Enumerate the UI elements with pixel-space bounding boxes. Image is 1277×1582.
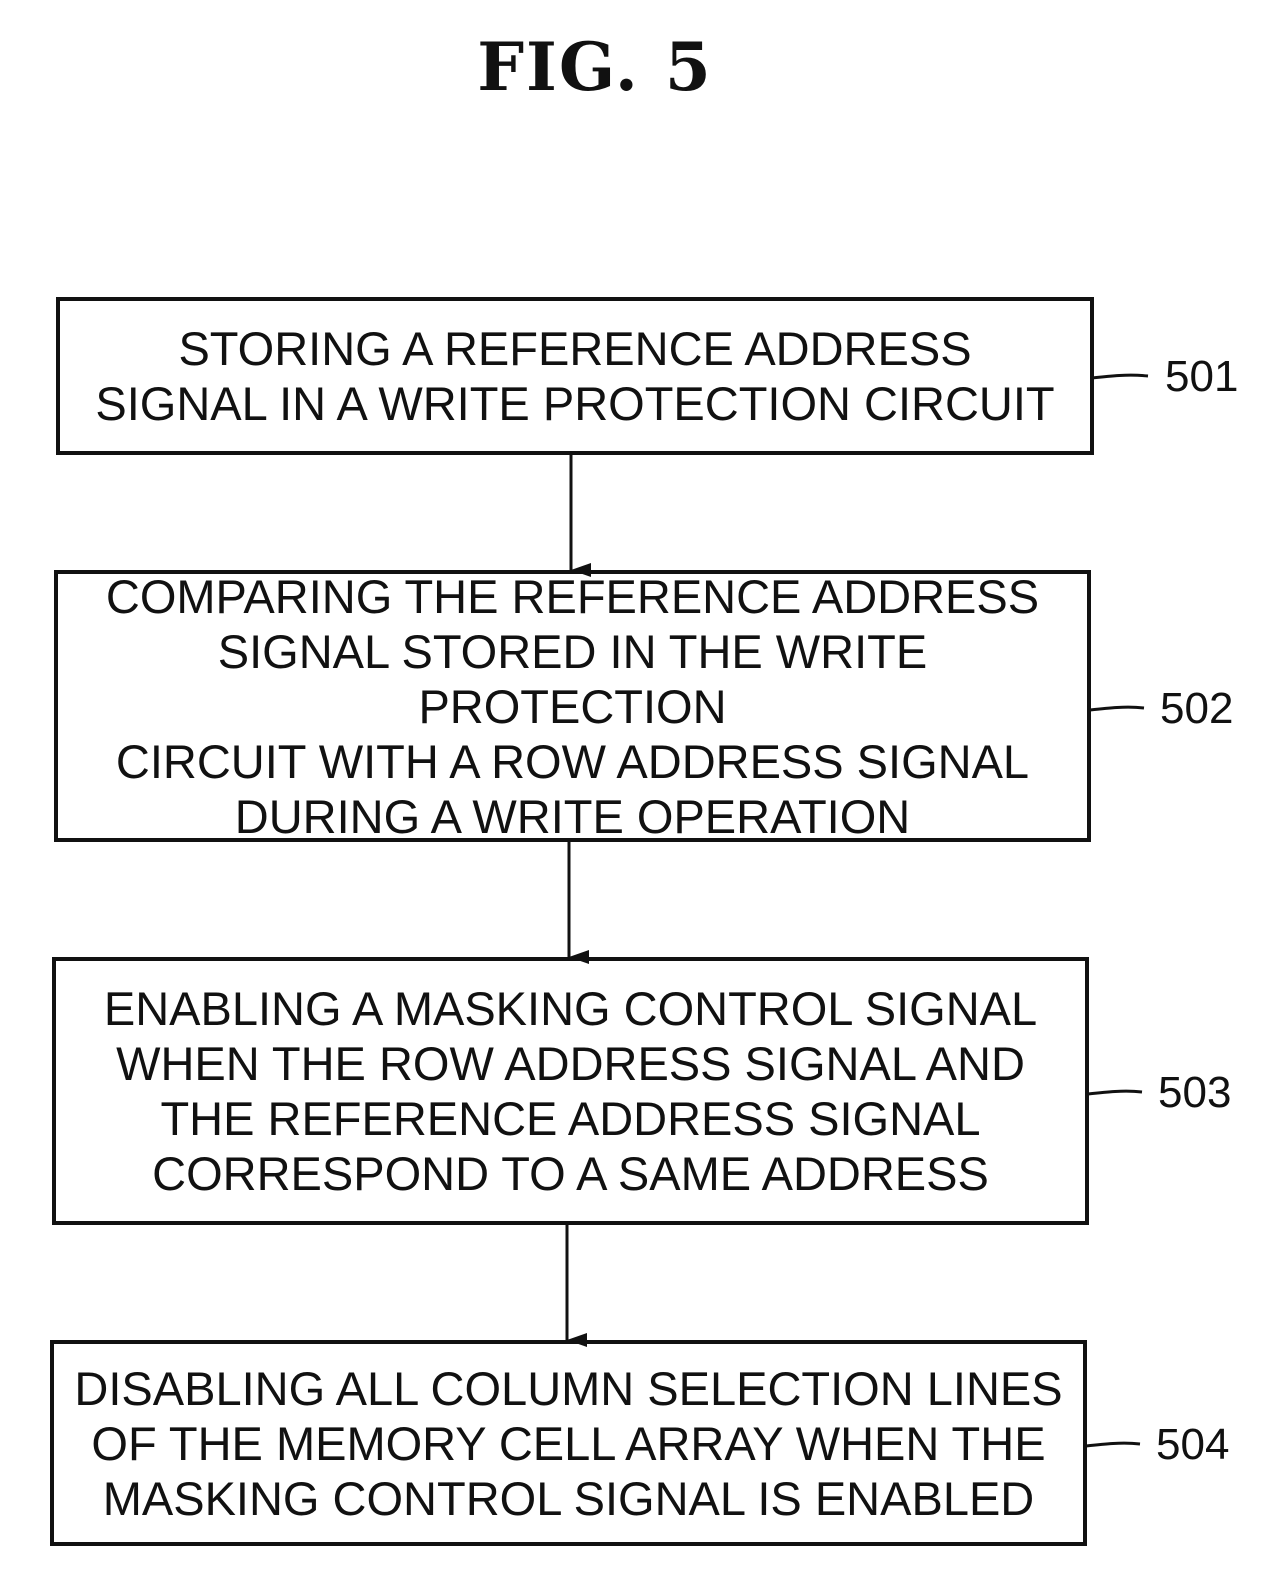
leader-line-503 bbox=[1087, 1089, 1143, 1096]
step-503-ref: 503 bbox=[1158, 1068, 1232, 1117]
step-502-text: COMPARING THE REFERENCE ADDRESS SIGNAL S… bbox=[105, 569, 1040, 843]
step-501-ref: 501 bbox=[1165, 352, 1239, 401]
step-504-box: DISABLING ALL COLUMN SELECTION LINES OF … bbox=[50, 1340, 1087, 1546]
leader-line-502 bbox=[1089, 705, 1145, 712]
figure-title: FIG. 5 bbox=[477, 28, 713, 106]
step-503-text: ENABLING A MASKING CONTROL SIGNAL WHEN T… bbox=[103, 982, 1038, 1200]
step-501-box: STORING A REFERENCE ADDRESS SIGNAL IN A … bbox=[56, 297, 1094, 455]
step-503-box: ENABLING A MASKING CONTROL SIGNAL WHEN T… bbox=[52, 957, 1089, 1225]
step-502-ref: 502 bbox=[1160, 684, 1234, 733]
step-502-box: COMPARING THE REFERENCE ADDRESS SIGNAL S… bbox=[54, 569, 1091, 843]
leader-line-501 bbox=[1091, 373, 1149, 380]
step-504-ref: 504 bbox=[1156, 1420, 1230, 1469]
leader-line-504 bbox=[1085, 1441, 1141, 1448]
step-501-text: STORING A REFERENCE ADDRESS SIGNAL IN A … bbox=[95, 322, 1055, 430]
step-504-text: DISABLING ALL COLUMN SELECTION LINES OF … bbox=[74, 1361, 1063, 1525]
